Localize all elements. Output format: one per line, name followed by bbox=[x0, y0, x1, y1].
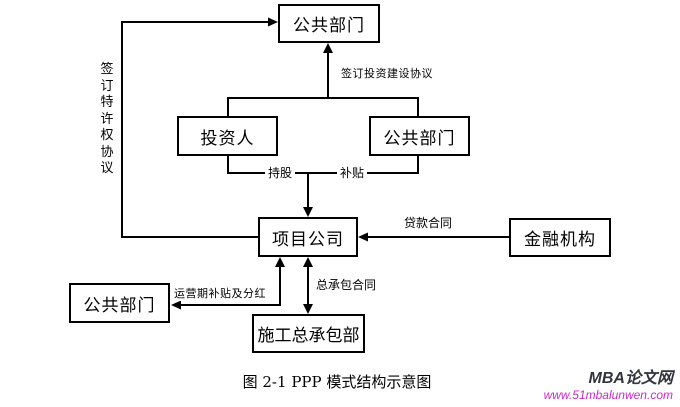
box-public-dept-top: 公共部门 bbox=[278, 4, 380, 43]
connector-investment-bracket bbox=[227, 97, 419, 116]
arrowhead bbox=[323, 43, 333, 53]
arrowhead bbox=[268, 17, 278, 27]
arrowhead bbox=[303, 207, 313, 217]
edge-label-operation-subsidy-dividend: 运营期补贴及分红 bbox=[174, 287, 266, 301]
edge-label-general-contract: 总承包合同 bbox=[316, 278, 377, 292]
box-financial-institution: 金融机构 bbox=[509, 218, 611, 257]
watermark-brand: MBA论文网 bbox=[588, 370, 673, 387]
edge-label-loan-contract: 贷款合同 bbox=[404, 216, 453, 230]
box-public-dept-mid: 公共部门 bbox=[369, 116, 470, 156]
watermark-url: www.51mbalunwen.com bbox=[543, 388, 673, 402]
connector-operation bbox=[181, 266, 281, 306]
edge-label-shareholding: 持股 bbox=[265, 166, 296, 180]
edge-label-subsidy: 补贴 bbox=[337, 166, 368, 180]
arrowhead bbox=[303, 257, 313, 267]
edge-label-concession-agreement: 签订特许权协议 bbox=[99, 62, 115, 178]
connector-shareholding-bracket bbox=[227, 156, 419, 174]
arrowhead bbox=[358, 232, 368, 242]
arrowhead bbox=[171, 300, 181, 310]
box-construction-contractor: 施工总承包部 bbox=[252, 314, 365, 353]
arrowhead bbox=[303, 304, 313, 314]
box-public-dept-bottom: 公共部门 bbox=[69, 283, 170, 323]
box-project-company: 项目公司 bbox=[258, 217, 358, 257]
connector-concession bbox=[121, 21, 268, 238]
edge-label-investment-agreement: 签订投资建设协议 bbox=[341, 67, 433, 81]
figure-caption: 图 2-1 PPP 模式结构示意图 bbox=[242, 373, 432, 391]
watermark: MBA论文网 www.51mbalunwen.com bbox=[543, 370, 673, 402]
box-investor: 投资人 bbox=[177, 116, 278, 156]
arrowhead bbox=[275, 257, 285, 267]
